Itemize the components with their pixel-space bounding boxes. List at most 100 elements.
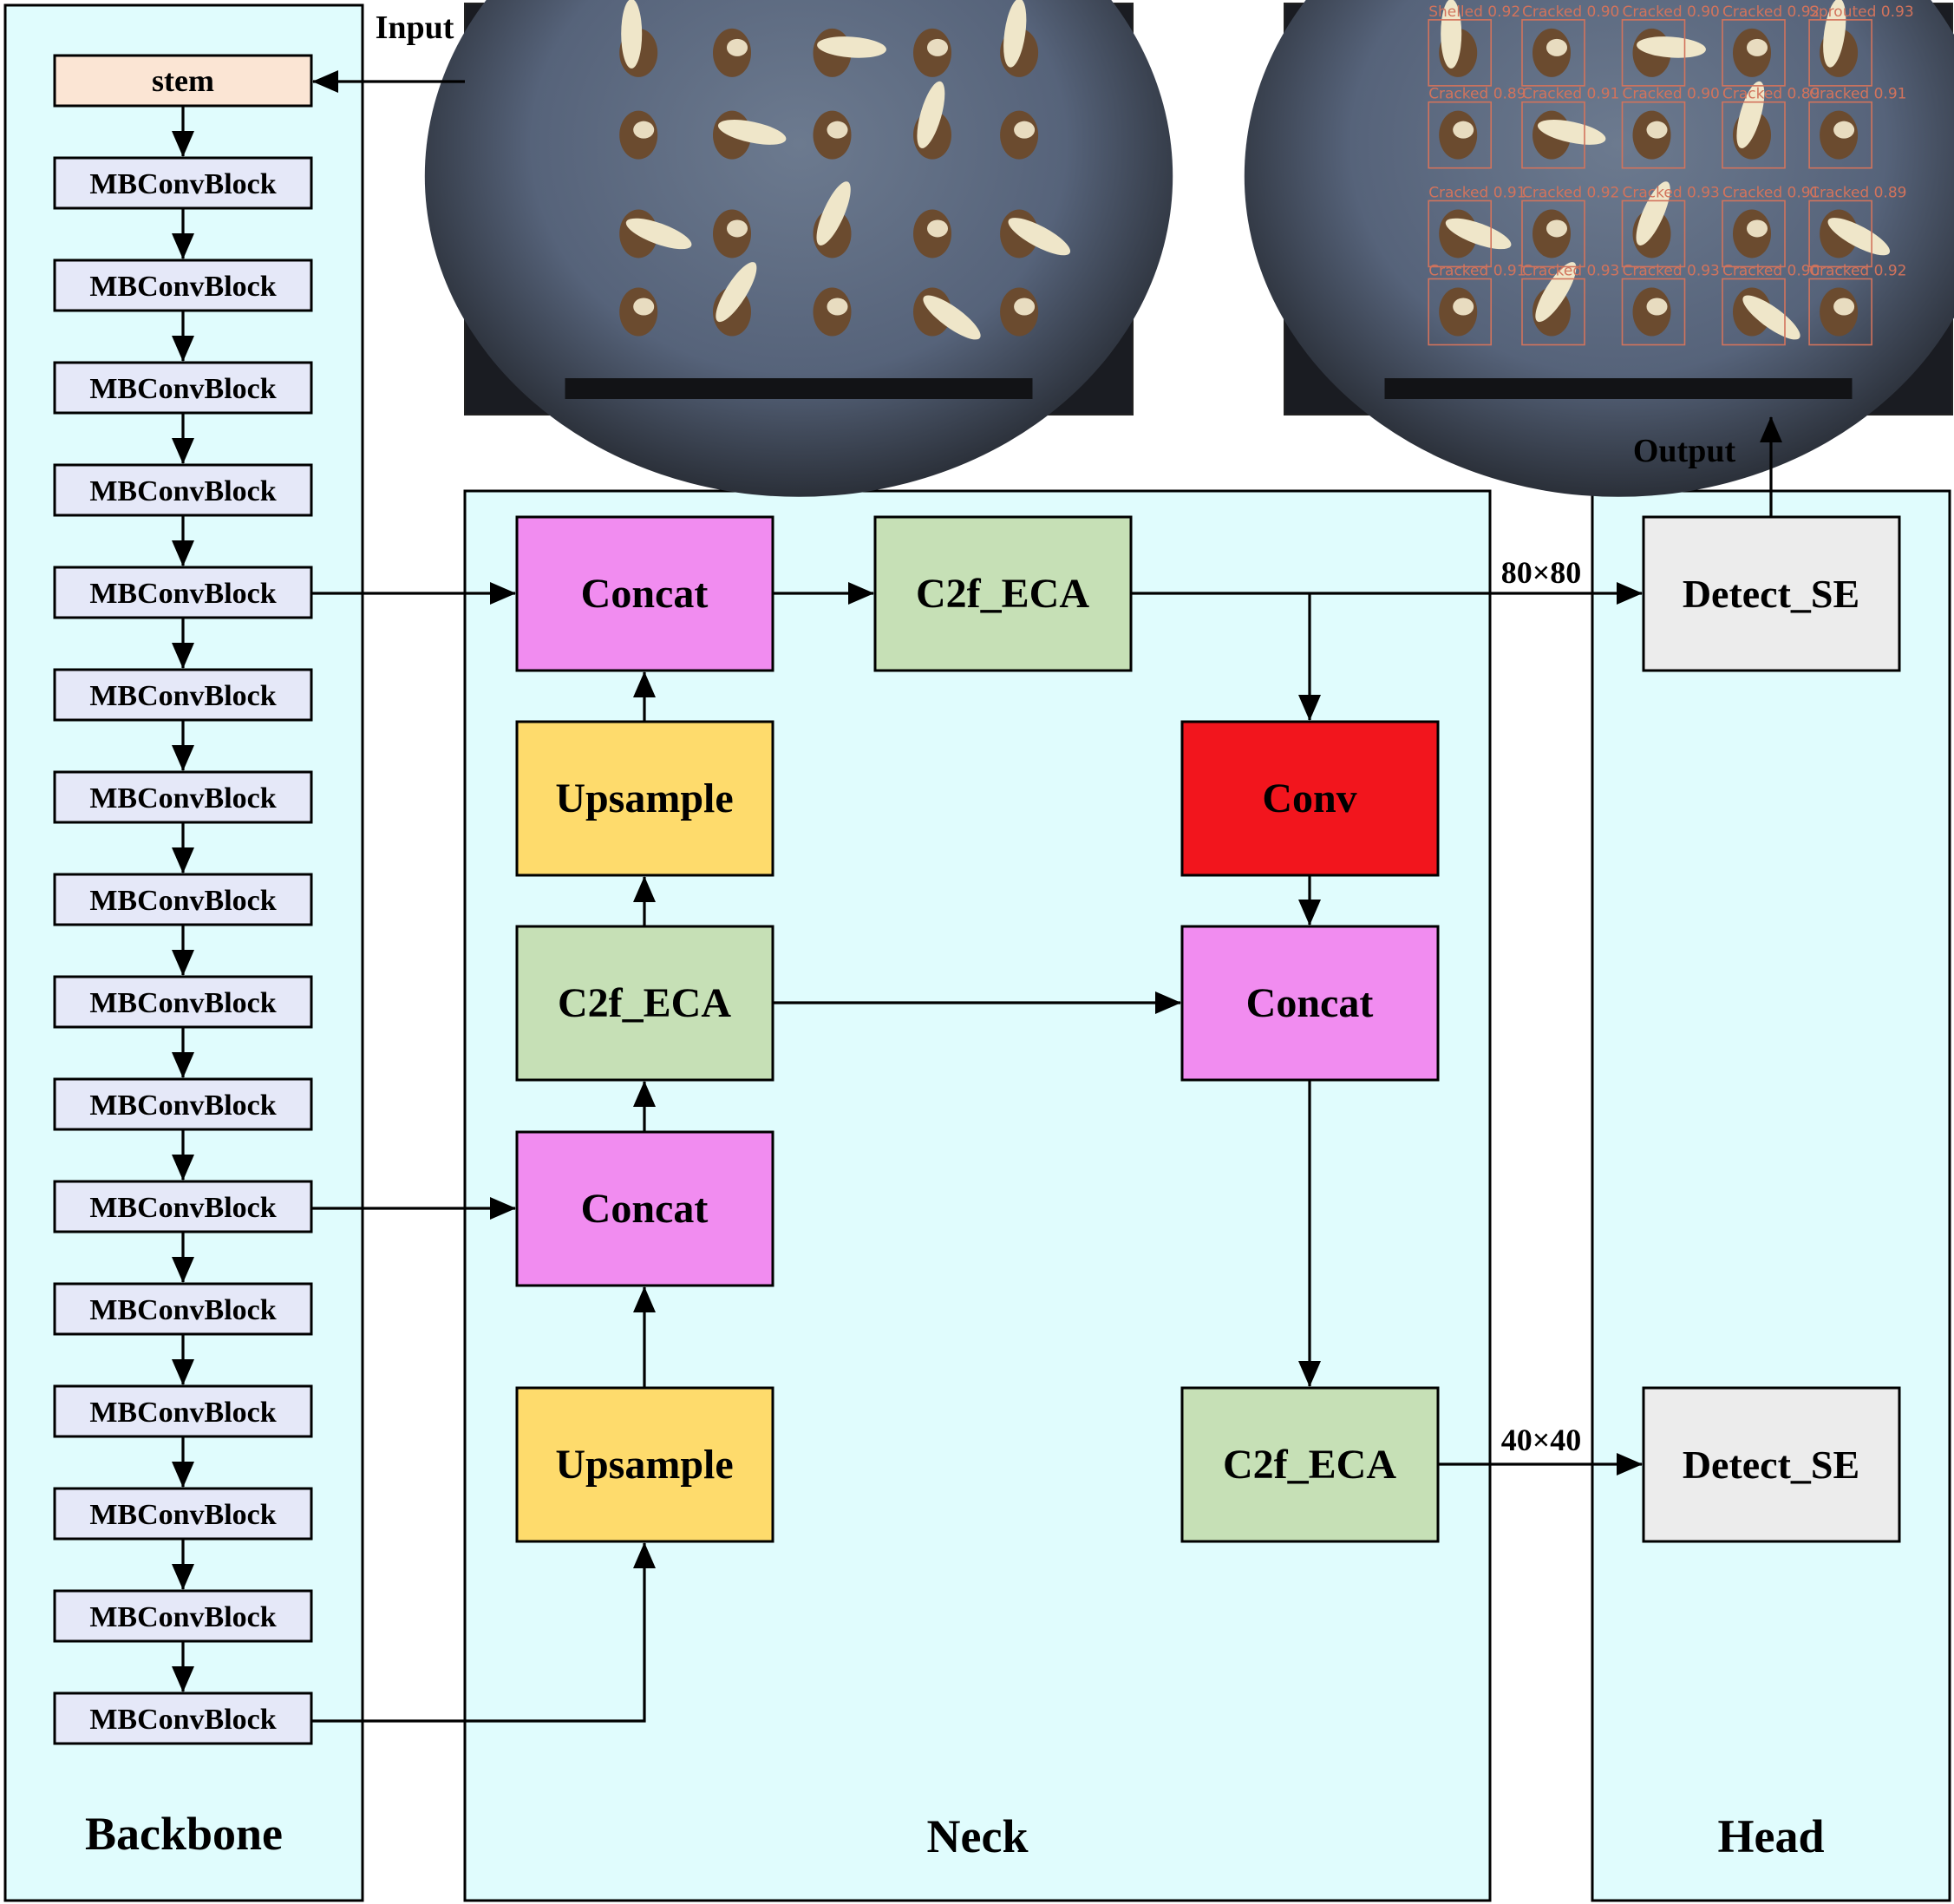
mbconv-stack: MBConvBlockMBConvBlockMBConvBlockMBConvB… [53, 156, 313, 1745]
detection-box [1521, 200, 1585, 268]
mbconv-block-label: MBConvBlock [89, 373, 276, 405]
input-image [424, 0, 1173, 497]
detection-label: Cracked 0.92 [1722, 3, 1820, 21]
detection-label: Cracked 0.91 [1428, 184, 1526, 201]
seed-sprout [917, 81, 945, 148]
mbconv-block-7 [53, 770, 313, 824]
detection-label: Cracked 0.92 [1522, 184, 1619, 201]
seed-highlight [1546, 219, 1567, 238]
detection-box [1428, 19, 1492, 87]
detection-label: Cracked 0.93 [1623, 263, 1720, 280]
seed-highlight [927, 219, 948, 238]
concat-mid-block [515, 1130, 774, 1287]
detection-label: Cracked 0.91 [1428, 263, 1526, 280]
backbone-label: Backbone [85, 1808, 283, 1860]
detection-box [1808, 101, 1872, 169]
conv-block [1180, 720, 1440, 877]
mbconv-block-11 [53, 1180, 313, 1233]
mbconv-block-15 [53, 1589, 313, 1643]
detection-label: Cracked 0.93 [1623, 184, 1720, 201]
mbconv-block-label: MBConvBlock [89, 1397, 276, 1429]
detection-label: Cracked 0.89 [1428, 86, 1526, 103]
seed-highlight [1646, 121, 1668, 139]
seed-sprout [1736, 81, 1765, 148]
mbconv-block-6 [53, 668, 313, 722]
mbconv-block-13 [53, 1384, 313, 1438]
mbconv-block-10 [53, 1077, 313, 1131]
seed-highlight [633, 121, 655, 139]
detection-box [1521, 19, 1585, 87]
mbconv-block-label: MBConvBlock [89, 885, 276, 917]
detection-box [1521, 278, 1585, 346]
stem-label: stem [152, 63, 214, 98]
detection-box [1722, 200, 1786, 268]
mbconv-block-8 [53, 873, 313, 926]
detection-label: Cracked 0.91 [1809, 86, 1906, 103]
seed-highlight [1014, 121, 1036, 139]
connectors [172, 70, 1782, 1723]
mbconv-block-2 [53, 258, 313, 312]
input-label: Input [376, 10, 454, 46]
seed-sprout [716, 262, 757, 323]
detection-label: Cracked 0.89 [1722, 86, 1820, 103]
seed-highlight [1453, 121, 1474, 139]
seed-sprout [1636, 181, 1670, 245]
mbconv-block-9 [53, 975, 313, 1029]
concat-right-block [1180, 925, 1440, 1082]
photo-tray [1244, 0, 1954, 497]
photo-tray-edge [1384, 378, 1853, 399]
seed-highlight [727, 38, 748, 56]
detection-label: Cracked 0.89 [1809, 184, 1906, 201]
scale-40-label: 40×40 [1501, 1423, 1582, 1457]
mbconv-block-label: MBConvBlock [89, 1192, 276, 1224]
detection-label: Cracked 0.90 [1623, 3, 1720, 21]
upsample-lower-label: Upsample [555, 1442, 733, 1488]
mbconv-block-label: MBConvBlock [89, 782, 276, 815]
detection-box [1808, 200, 1872, 268]
detection-label: Shelled 0.92 [1428, 3, 1520, 21]
seed-highlight [727, 219, 748, 238]
upsample-upper-block [515, 720, 774, 877]
seed-highlight [1833, 121, 1855, 139]
concat-top-label: Concat [581, 571, 709, 617]
seed-sprout [1535, 262, 1577, 323]
detection-label: Cracked 0.93 [1522, 263, 1619, 280]
mbconv-block-label: MBConvBlock [89, 475, 276, 507]
seed-highlight [1833, 298, 1855, 316]
upsample-lower-block [515, 1386, 774, 1543]
detection-box [1722, 278, 1786, 346]
detection-box [1621, 19, 1686, 87]
seed-sprout [1827, 218, 1891, 256]
c2f-eca-mid-label: C2f_ECA [558, 980, 731, 1026]
neck-label: Neck [927, 1810, 1029, 1862]
concat-top-block [515, 515, 774, 672]
mbconv-block-label: MBConvBlock [89, 1704, 276, 1736]
seed-sprout [625, 218, 692, 250]
seed-highlight [827, 121, 848, 139]
seed-sprout [817, 36, 886, 58]
seed-highlight [1014, 298, 1036, 316]
mbconv-block-label: MBConvBlock [89, 1294, 276, 1326]
c2f-eca-right-label: C2f_ECA [1223, 1442, 1396, 1488]
detection-box [1722, 101, 1786, 169]
detection-box [1428, 278, 1492, 346]
mbconv-block-label: MBConvBlock [89, 987, 276, 1019]
mbconv-block-label: MBConvBlock [89, 1601, 276, 1633]
seed-sprout [1441, 0, 1462, 69]
mbconv-block-label: MBConvBlock [89, 1089, 276, 1122]
detection-box [1521, 101, 1585, 169]
seed-highlight [633, 298, 655, 316]
photo-tray [424, 0, 1173, 497]
detect-se-bottom-block [1642, 1386, 1901, 1543]
c2f-eca-top-block [873, 515, 1133, 672]
detection-box [1621, 278, 1686, 346]
seed-sprout [1003, 0, 1027, 68]
mbconv-block-16 [53, 1691, 313, 1745]
detection-box [1722, 19, 1786, 87]
upsample-upper-label: Upsample [555, 775, 733, 821]
output-label: Output [1633, 433, 1736, 469]
detection-box [1808, 278, 1872, 346]
head-label: Head [1717, 1810, 1824, 1862]
